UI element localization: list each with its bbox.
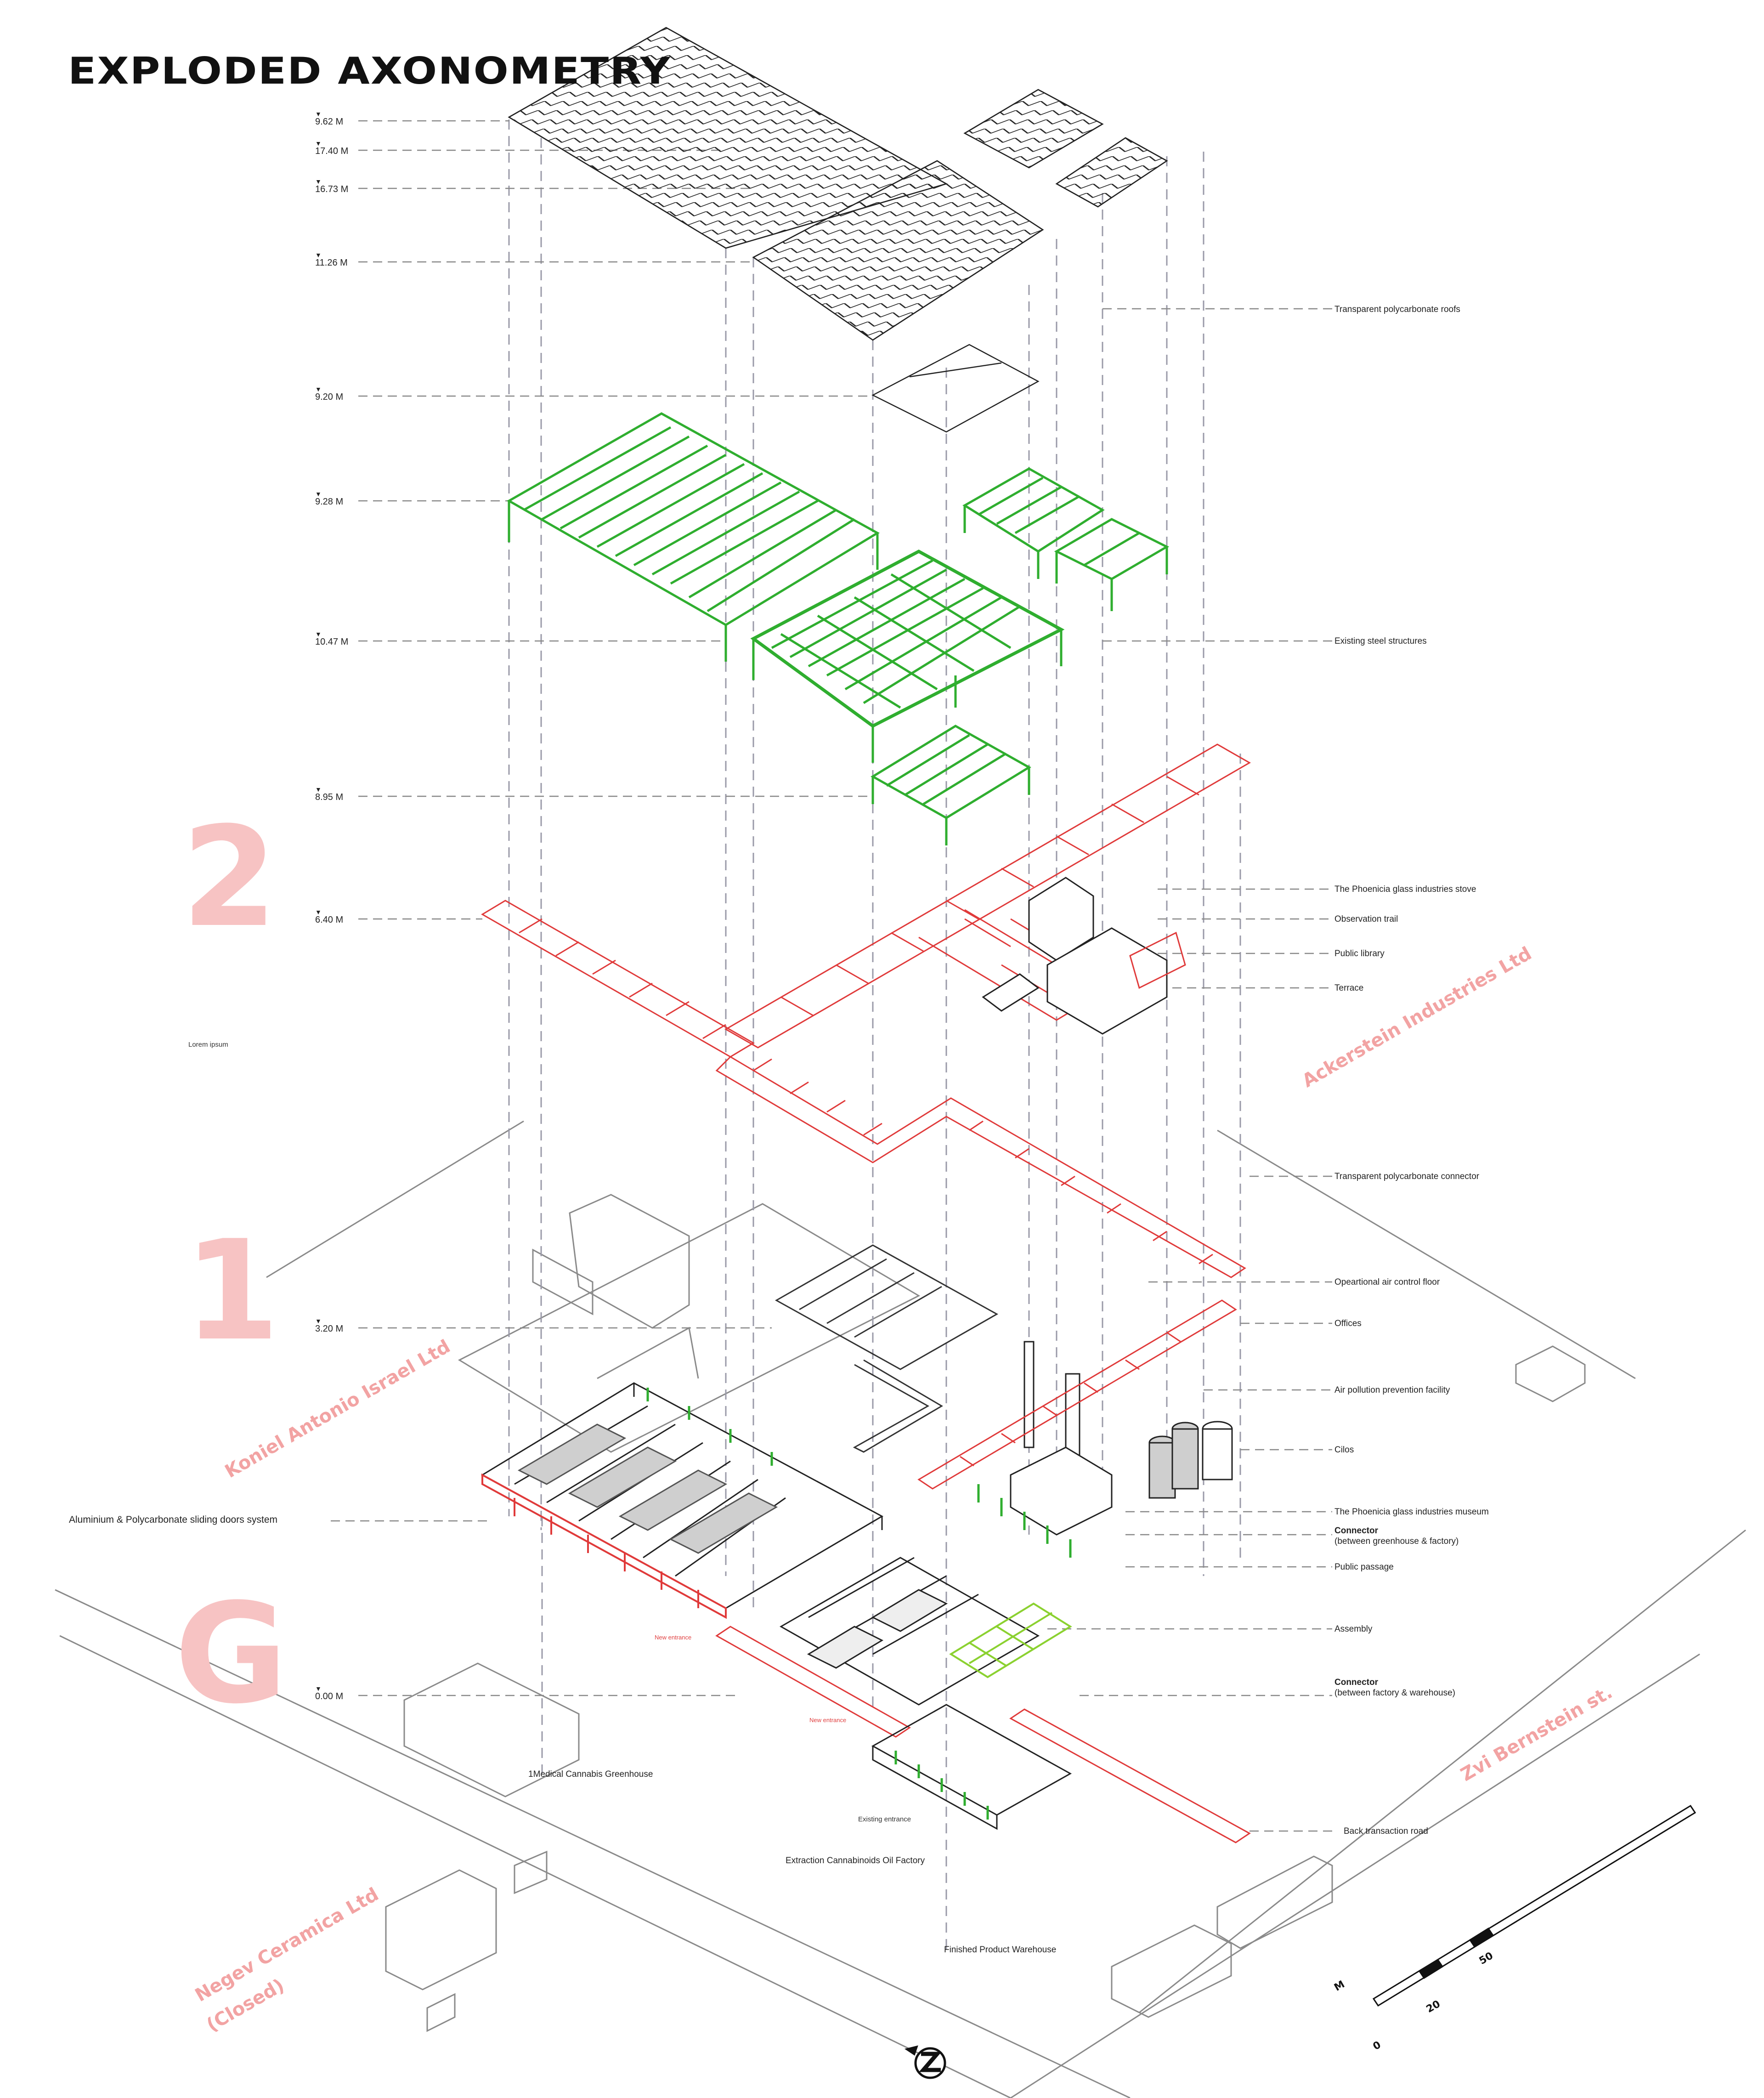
- callout-terrace: Terrace: [1334, 983, 1364, 993]
- callout-library: Public library: [1334, 949, 1385, 958]
- level-marker: ▼0.00 M: [315, 1685, 344, 1701]
- ground-connectors: [715, 1299, 1251, 1843]
- callout-back-road: Back transaction road: [1344, 1826, 1428, 1836]
- level-marker: ▼17.40 M: [315, 140, 349, 156]
- north-arrow-icon: [904, 2045, 946, 2079]
- label-greenhouse: 1Medical Cannabis Greenhouse: [528, 1769, 653, 1779]
- level-marker: ▼3.20 M: [315, 1317, 344, 1334]
- green-columns: [646, 1388, 1072, 1820]
- floor-number-2: 2: [181, 797, 277, 958]
- callout-pollution: Air pollution prevention facility: [1334, 1385, 1450, 1395]
- level-marker: ▼11.26 M: [315, 251, 348, 268]
- callout-silos: Cilos: [1334, 1445, 1354, 1455]
- callout-assembly: Assembly: [1334, 1624, 1373, 1634]
- greenhouse-red-frame: [481, 1473, 727, 1619]
- callout-connector-warehouse: Connector(between factory & warehouse): [1334, 1678, 1455, 1698]
- placeholder-text: Lorem ipsum: [188, 1041, 228, 1049]
- callout-offices: Offices: [1334, 1319, 1362, 1328]
- label-factory: Extraction Cannabinoids Oil Factory: [786, 1856, 925, 1866]
- site-context: [55, 1120, 1746, 2098]
- callout-passage: Public passage: [1334, 1562, 1394, 1572]
- label-existing-entrance: Existing entrance: [858, 1815, 911, 1823]
- level-marker: ▼10.47 M: [315, 630, 349, 647]
- level-marker: ▼9.62 M: [315, 110, 344, 127]
- callout-air-floor: Opeartional air control floor: [1334, 1277, 1440, 1287]
- level-marker: ▼9.20 M: [315, 386, 344, 402]
- callout-connector-greenhouse: Connector(between greenhouse & factory): [1334, 1526, 1459, 1546]
- polycarbonate-connector-level2: [481, 743, 1251, 1278]
- library-block: [982, 877, 1186, 1035]
- callout-museum: The Phoenicia glass industries museum: [1334, 1507, 1489, 1517]
- existing-steel-structures: [506, 412, 1170, 845]
- callout-connector: Transparent polycarbonate connector: [1334, 1172, 1480, 1181]
- offices-block: [775, 1244, 999, 1453]
- callout-steel: Existing steel structures: [1334, 636, 1427, 646]
- polycarbonate-roofs: [508, 27, 1168, 433]
- warehouse-ground: [871, 1704, 1072, 1830]
- greenhouse-ground: [481, 1382, 884, 1609]
- label-new-entrance: New entrance: [655, 1634, 692, 1641]
- label-new-entrance: New entrance: [809, 1717, 847, 1724]
- floor-number-1: 1: [184, 1211, 280, 1371]
- level-marker: ▼8.95 M: [315, 786, 344, 802]
- level-marker: ▼9.28 M: [315, 490, 344, 507]
- projection-lines: [508, 119, 1241, 1953]
- air-pollution-facility: [1010, 1341, 1113, 1536]
- scale-bar: [1372, 1804, 1696, 2007]
- leader-lines: [331, 120, 1332, 1832]
- floor-number-g: G: [175, 1574, 288, 1734]
- factory-ground: [779, 1557, 1040, 1706]
- callout-stove: The Phoenicia glass industries stove: [1334, 885, 1476, 894]
- callout-trail: Observation trail: [1334, 914, 1398, 924]
- label-warehouse: Finished Product Warehouse: [944, 1945, 1057, 1955]
- assembly-green: [949, 1602, 1072, 1678]
- callout-sliding-doors: Aluminium & Polycarbonate sliding doors …: [69, 1514, 278, 1525]
- callout-roofs: Transparent polycarbonate roofs: [1334, 305, 1460, 314]
- level-marker: ▼6.40 M: [315, 908, 344, 925]
- level-marker: ▼16.73 M: [315, 178, 349, 194]
- sheet-title: EXPLODED AXONOMETRY: [68, 50, 671, 92]
- silos: [1148, 1421, 1233, 1499]
